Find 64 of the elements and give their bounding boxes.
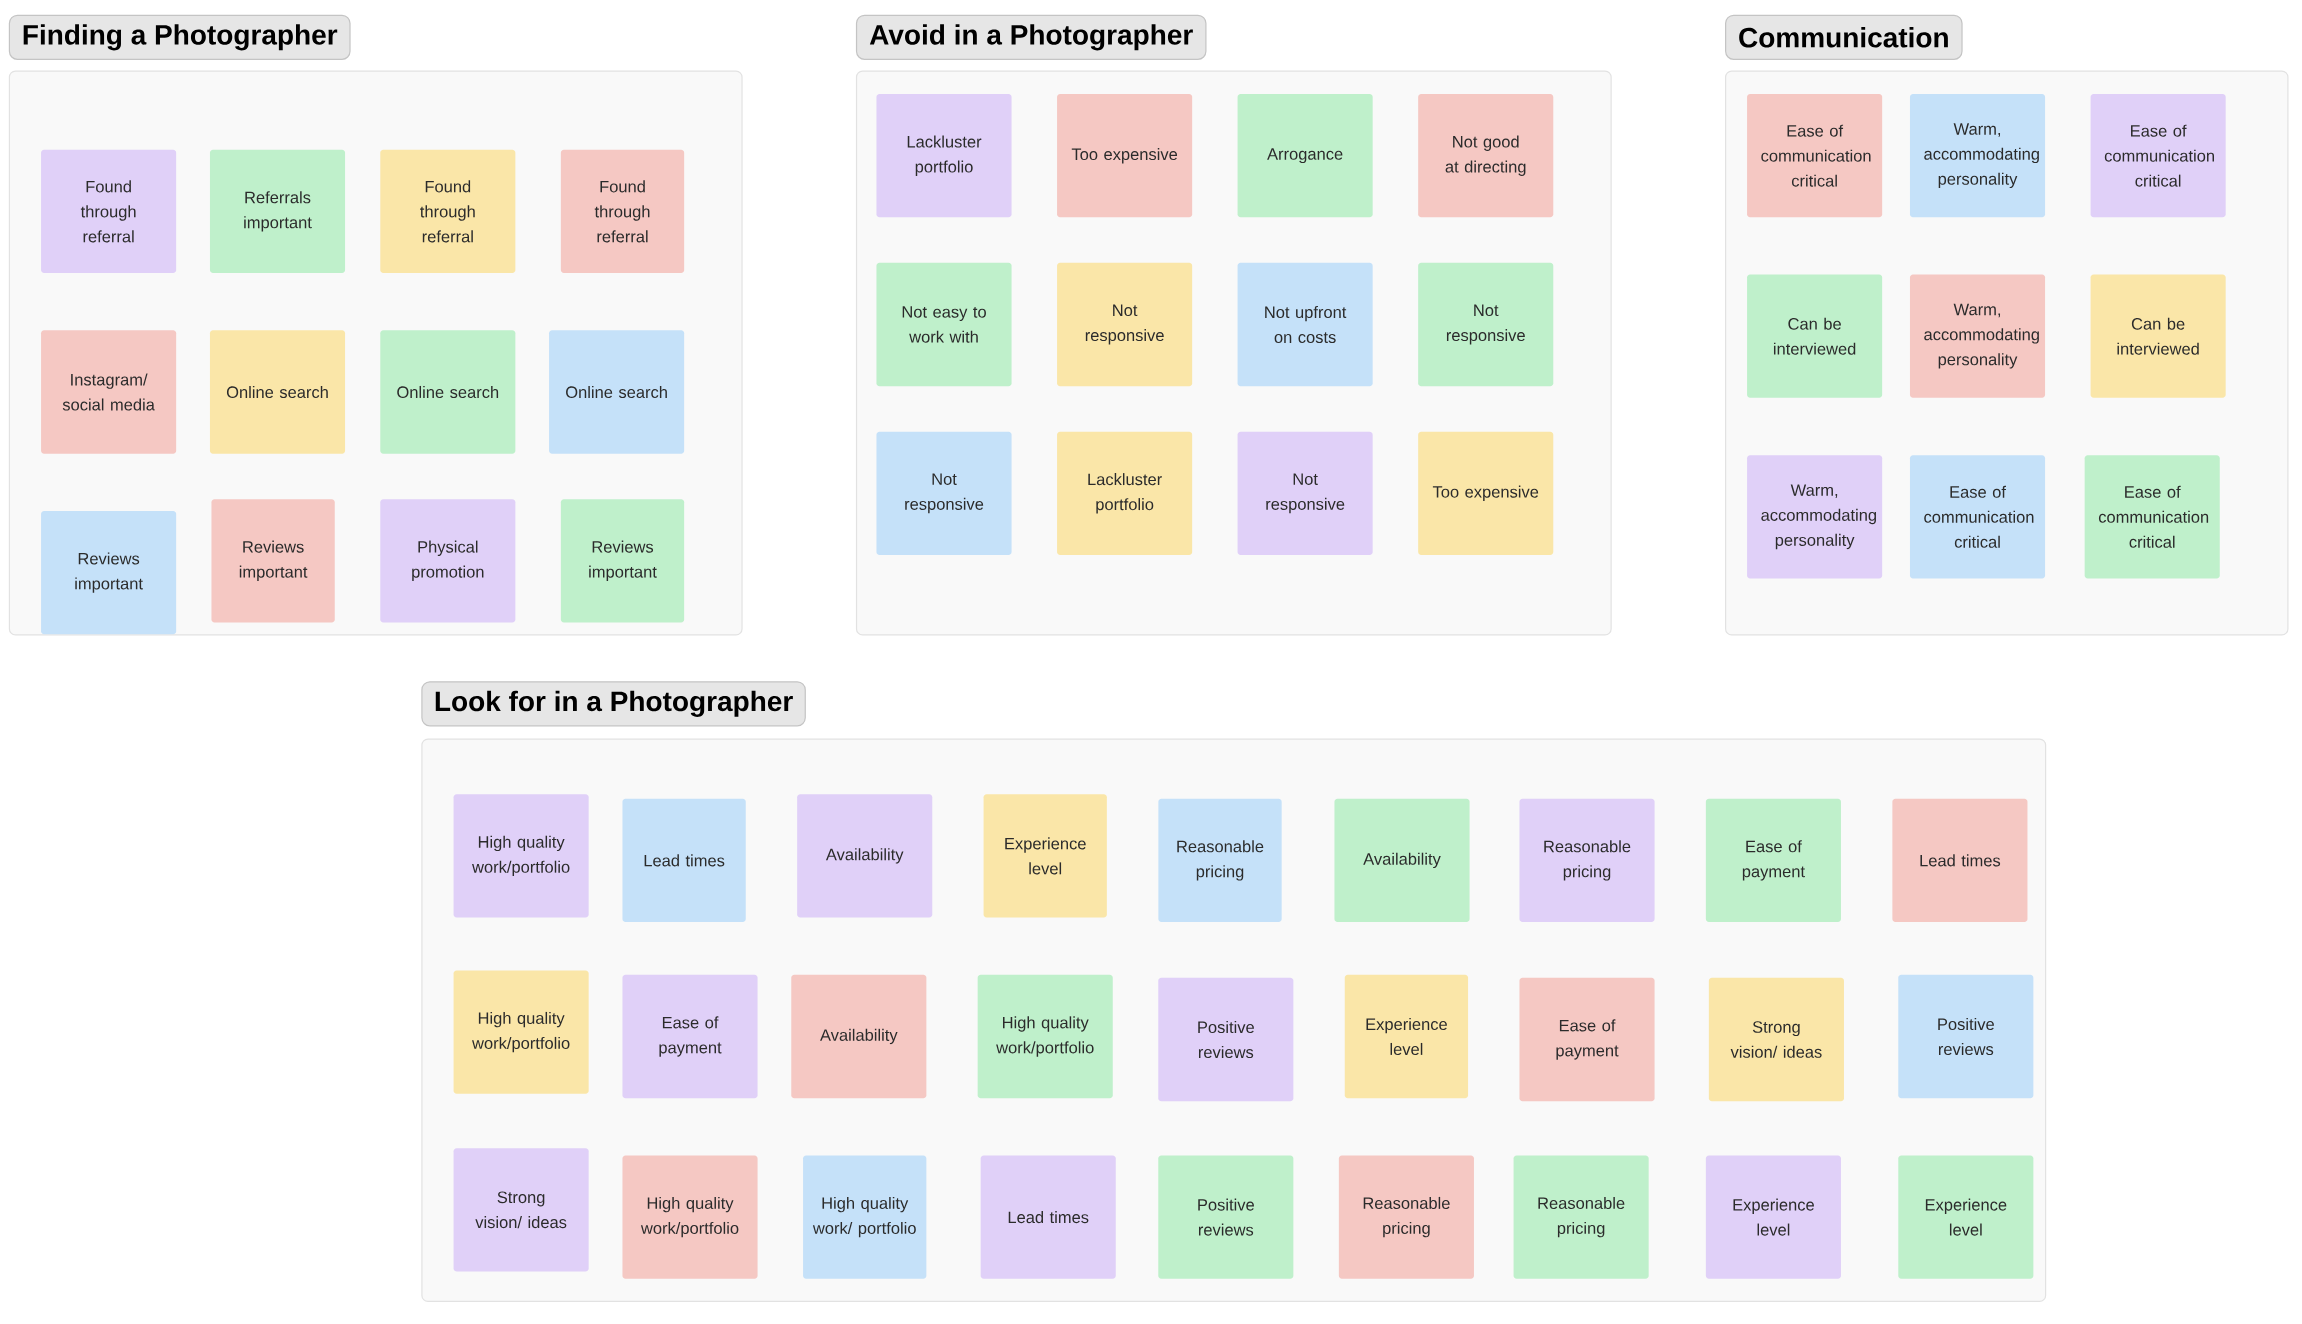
sticky-note: High quality work/ portfolio — [803, 1155, 927, 1279]
sticky-note: Reviews important — [560, 499, 685, 623]
sticky-note: Reviews important — [41, 510, 177, 635]
sticky-note: Reasonable pricing — [1338, 1155, 1474, 1279]
sticky-note: Warm, accommodating personality — [1909, 274, 2046, 398]
sticky-note: High quality work/portfolio — [453, 794, 589, 918]
sticky-note: Instagram/ social media — [41, 330, 177, 454]
sticky-note: Strong vision/ ideas — [1708, 977, 1844, 1102]
sticky-note: Online search — [549, 330, 685, 454]
sticky-note: Ease of communication critical — [1909, 455, 2046, 579]
sticky-note: High quality work/portfolio — [453, 970, 589, 1094]
sticky-note: Referrals important — [209, 149, 346, 274]
sticky-note: Not easy to work with — [876, 262, 1012, 387]
sticky-note: Availability — [797, 794, 933, 918]
sticky-note: Not upfront on costs — [1237, 262, 1373, 387]
sticky-note: Found through referral — [41, 149, 177, 274]
sticky-note: Ease of payment — [622, 974, 758, 1099]
sticky-note: Reasonable pricing — [1519, 798, 1655, 923]
sticky-note: Experience level — [1898, 1155, 2034, 1279]
sticky-note: High quality work/portfolio — [977, 974, 1113, 1099]
sticky-note: Can be interviewed — [2090, 274, 2226, 398]
sticky-note: Experience level — [1705, 1155, 1841, 1279]
sticky-note: Lackluster portfolio — [1057, 431, 1193, 555]
sticky-note: Lead times — [622, 798, 746, 923]
sticky-note: Too expensive — [1418, 431, 1554, 555]
sticky-note: Availability — [1334, 798, 1470, 923]
sticky-note: Not responsive — [876, 431, 1012, 555]
sticky-note: Reviews important — [211, 499, 335, 623]
sticky-note: Not good at directing — [1418, 94, 1554, 218]
sticky-note: Arrogance — [1237, 94, 1373, 218]
sticky-note: Availability — [791, 974, 927, 1099]
sticky-note: Reasonable pricing — [1513, 1155, 1649, 1279]
sticky-note: Not responsive — [1418, 262, 1554, 387]
sticky-note: Experience level — [983, 794, 1107, 918]
sticky-note: Found through referral — [380, 149, 516, 274]
sticky-note: Lead times — [980, 1155, 1116, 1279]
sticky-note: Online search — [380, 330, 516, 454]
section-title: Communication — [1725, 14, 1963, 60]
sticky-note: Not responsive — [1237, 431, 1373, 555]
sticky-note: Positive reviews — [1158, 977, 1294, 1102]
sticky-note: Ease of payment — [1519, 977, 1655, 1102]
sticky-note: Physical promotion — [380, 499, 516, 623]
sticky-note: Found through referral — [560, 149, 685, 274]
sticky-note: Too expensive — [1057, 94, 1193, 218]
sticky-note: Online search — [209, 330, 346, 454]
sticky-note: Warm, accommodating personality — [1909, 94, 2046, 218]
section-title: Look for in a Photographer — [421, 681, 806, 727]
sticky-note: Positive reviews — [1898, 974, 2034, 1099]
sticky-note: Experience level — [1344, 974, 1469, 1099]
sticky-note: Can be interviewed — [1747, 274, 1883, 398]
sticky-note: Warm, accommodating personality — [1747, 455, 1883, 579]
sticky-note: Lead times — [1892, 798, 2028, 923]
sticky-note: Ease of communication critical — [2090, 94, 2226, 218]
sticky-note: High quality work/portfolio — [622, 1155, 758, 1279]
sticky-note: Strong vision/ ideas — [453, 1148, 589, 1272]
sticky-note: Not responsive — [1057, 262, 1193, 387]
sticky-note: Ease of payment — [1705, 798, 1841, 923]
section-title: Avoid in a Photographer — [855, 14, 1207, 60]
sticky-note: Positive reviews — [1158, 1155, 1294, 1279]
sticky-note: Ease of communication critical — [1747, 94, 1883, 218]
sticky-note: Lackluster portfolio — [876, 94, 1012, 218]
section-title: Finding a Photographer — [8, 14, 351, 60]
sticky-note: Reasonable pricing — [1158, 798, 1282, 923]
sticky-note: Ease of communication critical — [2084, 455, 2220, 579]
